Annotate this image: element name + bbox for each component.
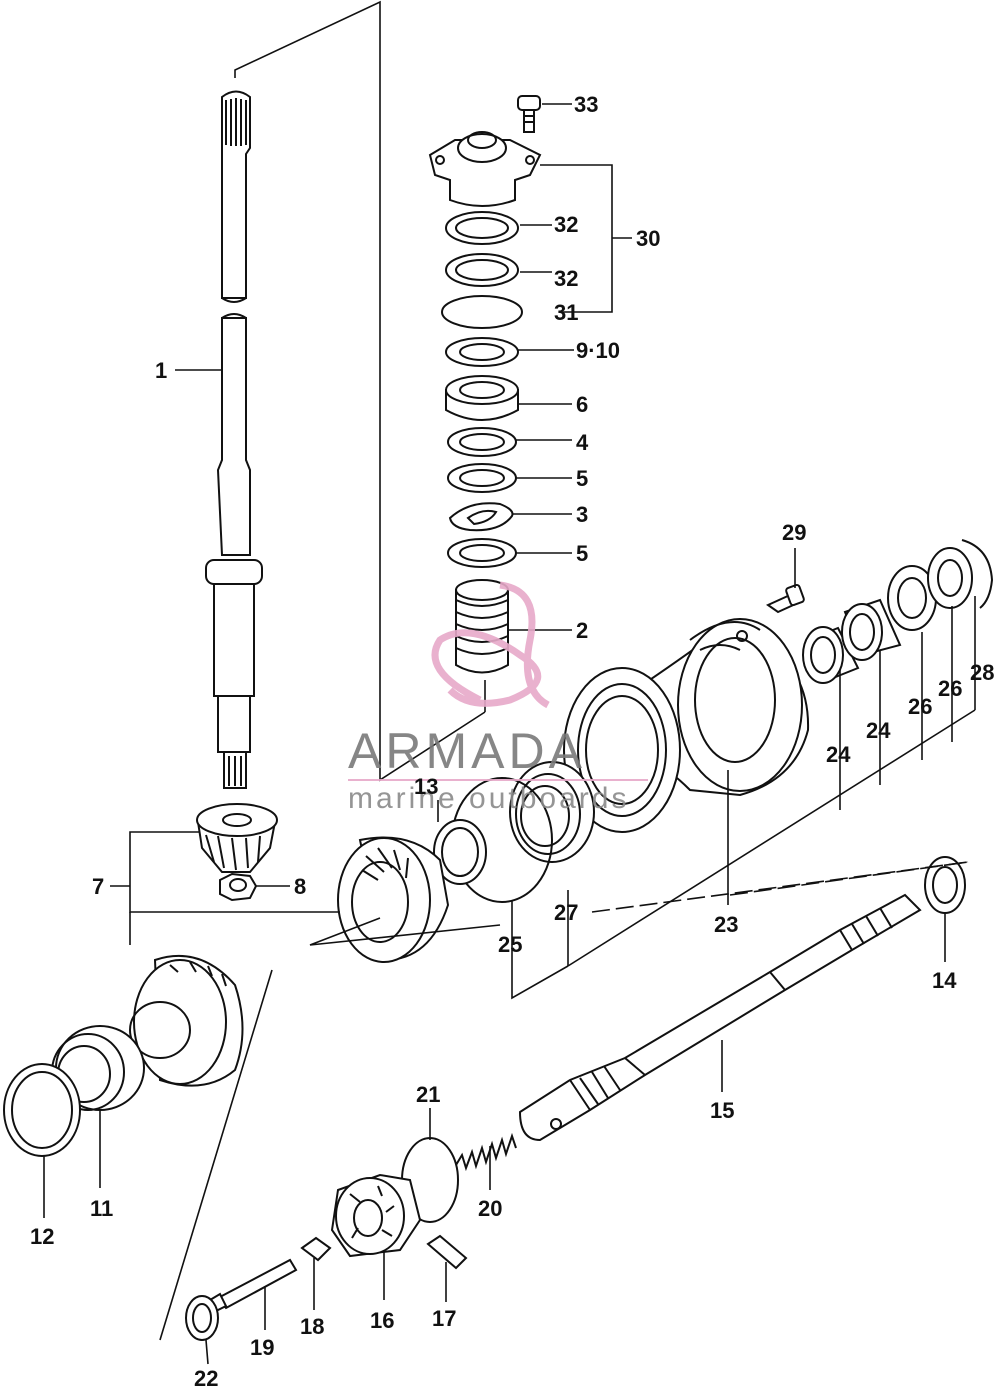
callout-8: 8 xyxy=(294,874,306,899)
callout-24-right: 24 xyxy=(866,718,891,743)
callout-12: 12 xyxy=(30,1224,54,1249)
bearing-housing-23 xyxy=(563,618,810,833)
callout-labels: 1 33 32 30 32 31 9·10 6 4 5 3 5 2 29 28 … xyxy=(30,92,994,1388)
callout-19: 19 xyxy=(250,1335,274,1360)
seal-32-upper xyxy=(445,211,519,245)
callout-33: 33 xyxy=(574,92,598,117)
o-ring-31 xyxy=(441,295,523,329)
callout-11: 11 xyxy=(90,1196,113,1221)
callout-5-lower: 5 xyxy=(576,541,588,566)
callout-17: 17 xyxy=(432,1306,456,1331)
spring-20 xyxy=(455,1132,517,1172)
callout-29: 29 xyxy=(782,520,806,545)
bearing-27 xyxy=(509,761,595,863)
callout-26-left: 26 xyxy=(908,694,932,719)
callout-26-right: 26 xyxy=(938,676,962,701)
watermark-subtitle: marine outboards xyxy=(348,782,629,815)
spring-2 xyxy=(455,579,509,674)
needle-bearing-24a xyxy=(802,626,860,684)
pinion-nut xyxy=(219,872,258,902)
pin-17 xyxy=(426,1234,468,1270)
callout-28: 28 xyxy=(970,660,994,685)
callout-27: 27 xyxy=(554,900,578,925)
callout-14: 14 xyxy=(932,968,957,993)
push-rod-19 xyxy=(208,1258,298,1314)
leader-lines xyxy=(43,103,976,1365)
seal-32-lower xyxy=(445,253,519,287)
key-3 xyxy=(448,502,514,532)
seal-26b xyxy=(927,547,973,609)
bearing-6 xyxy=(445,375,519,421)
washer-9-10 xyxy=(445,337,519,367)
callout-23: 23 xyxy=(714,912,738,937)
callout-20: 20 xyxy=(478,1196,502,1221)
callout-4: 4 xyxy=(576,430,589,455)
washer-14 xyxy=(924,856,966,914)
callout-22: 22 xyxy=(194,1366,218,1388)
pin-18 xyxy=(300,1236,332,1262)
clutch-dog-16 xyxy=(330,1173,422,1258)
drive-shaft xyxy=(205,90,263,789)
circlip-28 xyxy=(961,539,994,609)
propeller-shaft xyxy=(518,893,922,1142)
washer-5-upper xyxy=(447,463,517,493)
callout-13: 13 xyxy=(414,774,438,799)
forward-gear xyxy=(129,954,244,1087)
callout-9-10: 9·10 xyxy=(576,338,620,363)
armada-watermark: ARMADA marine outboards xyxy=(348,581,648,815)
callout-32-lower: 32 xyxy=(554,266,578,291)
bolt-29 xyxy=(765,583,805,614)
callout-24-left: 24 xyxy=(826,742,851,767)
callout-30: 30 xyxy=(636,226,660,251)
pump-case-30 xyxy=(428,131,542,207)
callout-16: 16 xyxy=(370,1308,394,1333)
callout-7: 7 xyxy=(92,874,104,899)
callout-18: 18 xyxy=(300,1314,324,1339)
watermark-brand: ARMADA xyxy=(348,723,586,779)
callout-1: 1 xyxy=(155,358,167,383)
callout-31: 31 xyxy=(554,300,578,325)
shim-13 xyxy=(433,819,487,885)
callout-21: 21 xyxy=(416,1082,440,1107)
callout-3: 3 xyxy=(576,502,588,527)
callout-15: 15 xyxy=(710,1098,734,1123)
washer-4 xyxy=(447,427,517,457)
callout-6: 6 xyxy=(576,392,588,417)
callout-25: 25 xyxy=(498,932,522,957)
callout-5-upper: 5 xyxy=(576,466,588,491)
shim-ring-12 xyxy=(3,1063,81,1157)
bolt-33 xyxy=(517,95,541,133)
needle-bearing-24b xyxy=(841,598,902,661)
washer-5-lower xyxy=(447,538,517,568)
callout-2: 2 xyxy=(576,618,588,643)
reverse-gear xyxy=(337,836,450,963)
callout-32-upper: 32 xyxy=(554,212,578,237)
pinion-gear xyxy=(196,803,278,873)
ring-22 xyxy=(185,1295,219,1341)
armada-logo-icon xyxy=(431,581,550,709)
